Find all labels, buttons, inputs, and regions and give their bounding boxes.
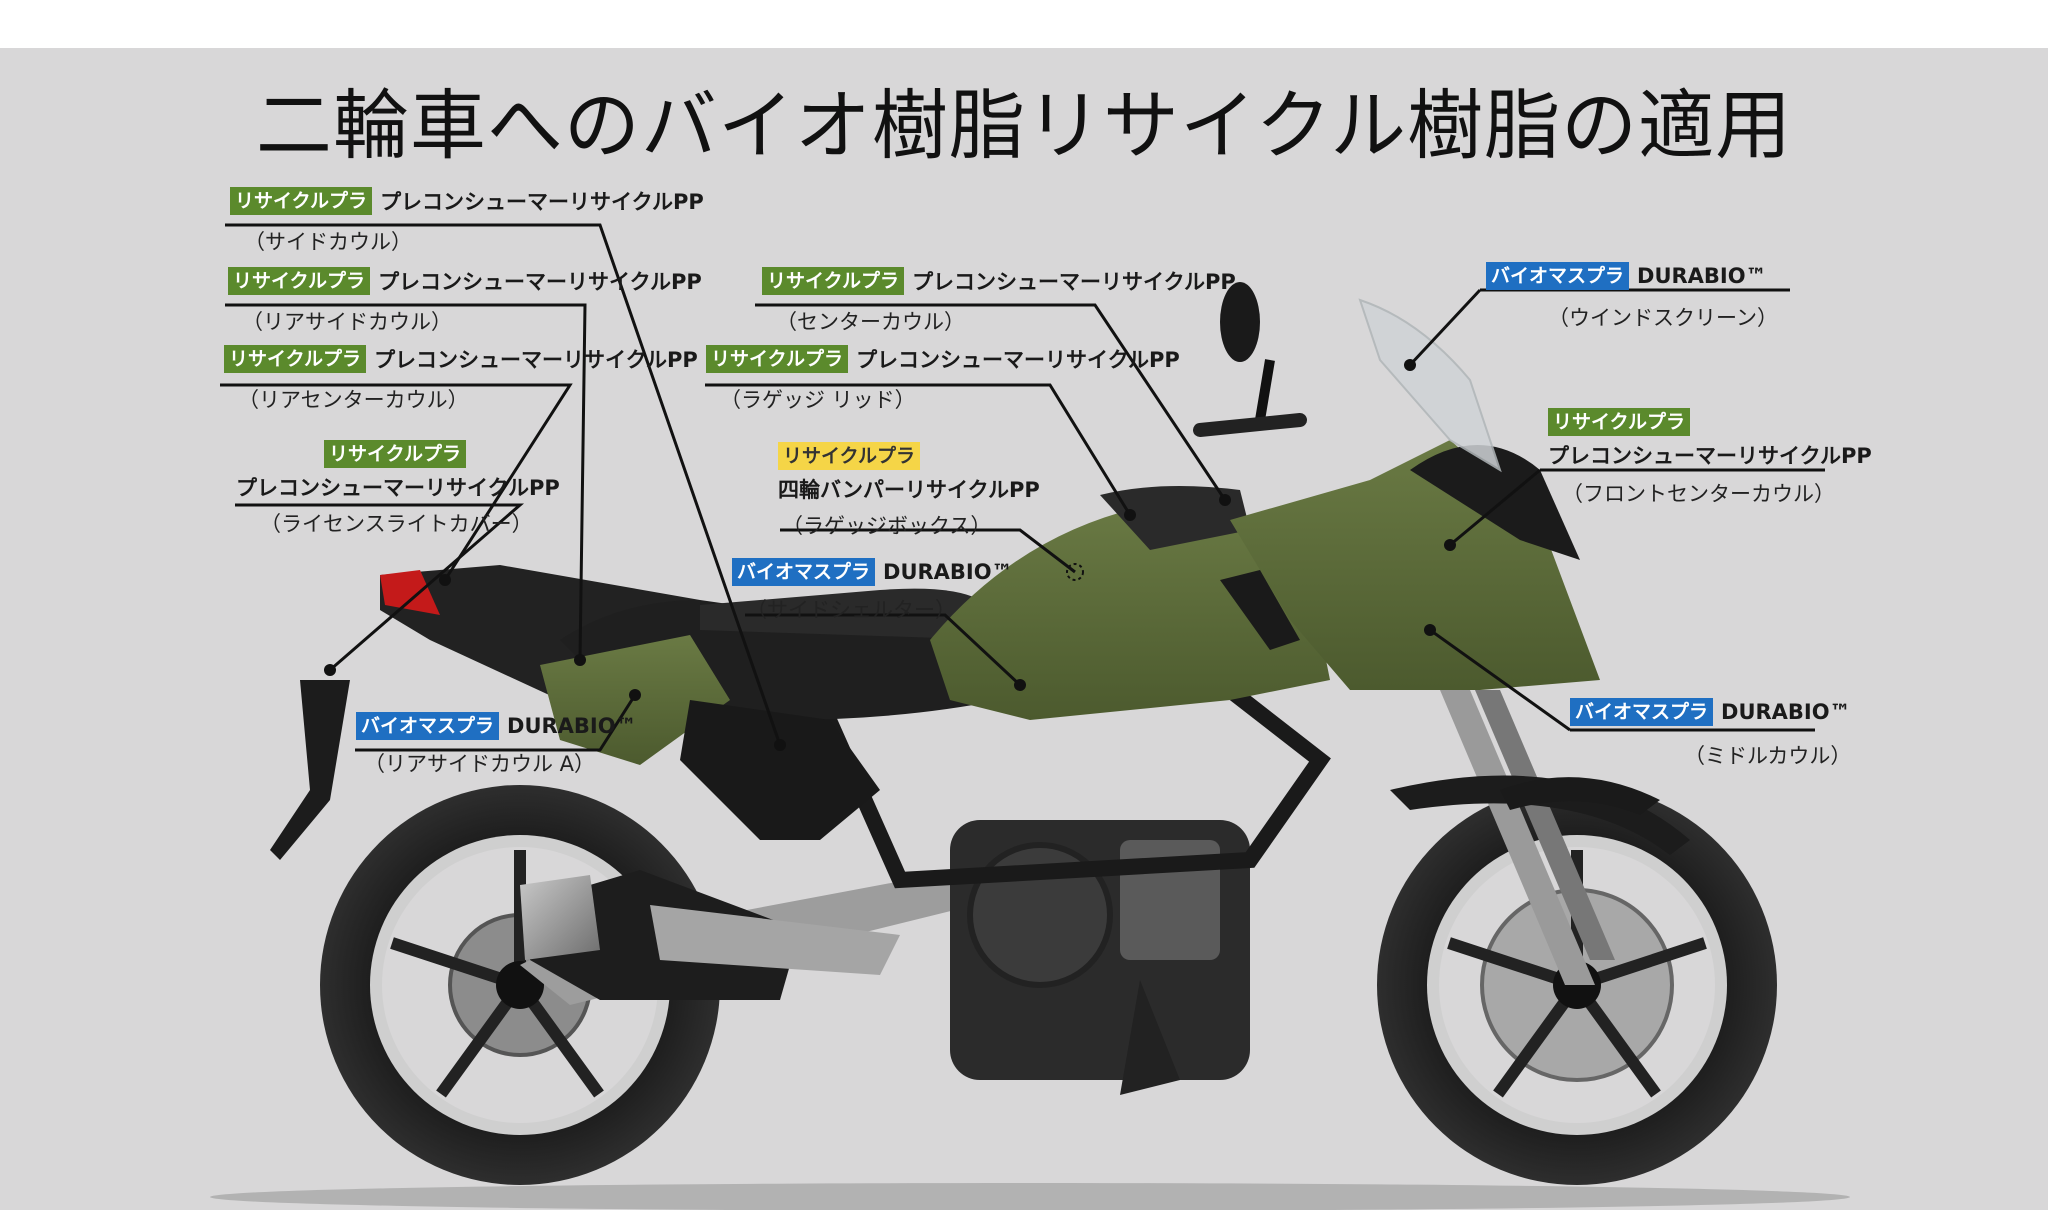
- label-front-center-cowl: リサイクルプラ プレコンシューマーリサイクルPP （フロントセンターカウル）: [1548, 408, 1872, 508]
- part-name: （ラゲッジ リッド）: [706, 384, 1180, 414]
- label-center-cowl: リサイクルプラプレコンシューマーリサイクルPP （センターカウル）: [762, 266, 1236, 336]
- label-rear-side-cowl-a: バイオマスプラ DURABIO™ （リアサイドカウル A）: [356, 712, 637, 778]
- label-side-shelter: バイオマスプラ DURABIO™ （サイドシェルター）: [732, 558, 1013, 624]
- biomass-tag: バイオマスプラ: [1486, 262, 1629, 290]
- part-name: （ウインドスクリーン）: [1486, 302, 1778, 332]
- material-name: プレコンシューマーリサイクルPP: [236, 472, 560, 502]
- label-windscreen: バイオマスプラ DURABIO™ （ウインドスクリーン）: [1486, 262, 1778, 332]
- side-panel: [680, 700, 880, 840]
- biomass-tag: バイオマスプラ: [356, 712, 499, 740]
- part-name: （サイドカウル）: [230, 226, 704, 256]
- label-luggage-box: リサイクルプラ 四輪バンパーリサイクルPP （ラゲッジボックス）: [778, 442, 1040, 540]
- label-middle-cowl: バイオマスプラ DURABIO™ （ミドルカウル）: [1570, 698, 1851, 770]
- label-license-light-cover: リサイクルプラ プレコンシューマーリサイクルPP （ライセンスライトカバー）: [236, 440, 560, 538]
- material-name: 四輪バンパーリサイクルPP: [778, 474, 1040, 504]
- material-name: プレコンシューマーリサイクルPP: [856, 348, 1180, 372]
- part-name: （リアサイドカウル）: [228, 306, 702, 336]
- recycle-tag: リサイクルプラ: [762, 267, 904, 295]
- part-name: （フロントセンターカウル）: [1548, 478, 1872, 508]
- material-name: DURABIO™: [507, 714, 637, 738]
- handlebar: [1200, 420, 1300, 430]
- material-name: プレコンシューマーリサイクルPP: [378, 270, 702, 294]
- material-name: プレコンシューマーリサイクルPP: [374, 348, 698, 372]
- recycle-tag: リサイクルプラ: [224, 345, 366, 373]
- material-name: DURABIO™: [1721, 700, 1851, 724]
- material-name: プレコンシューマーリサイクルPP: [1548, 440, 1872, 470]
- material-name: DURABIO™: [1637, 264, 1767, 288]
- recycle-tag: リサイクルプラ: [1548, 408, 1690, 436]
- part-name: （リアサイドカウル A）: [356, 748, 637, 778]
- windscreen: [1360, 300, 1500, 470]
- rear-fender: [270, 680, 350, 860]
- part-name: （サイドシェルター）: [732, 594, 1013, 624]
- part-name: （ミドルカウル）: [1570, 740, 1851, 770]
- label-rear-center-cowl: リサイクルプラプレコンシューマーリサイクルPP （リアセンターカウル）: [224, 344, 698, 414]
- recycle-tag: リサイクルプラ: [230, 187, 372, 215]
- recycle-auto-tag: リサイクルプラ: [778, 442, 920, 470]
- biomass-tag: バイオマスプラ: [1570, 698, 1713, 726]
- part-name: （センターカウル）: [762, 306, 1236, 336]
- part-name: （リアセンターカウル）: [224, 384, 698, 414]
- material-name: プレコンシューマーリサイクルPP: [912, 270, 1236, 294]
- part-name: （ラゲッジボックス）: [778, 510, 1040, 540]
- recycle-tag: リサイクルプラ: [228, 267, 370, 295]
- part-name: （ライセンスライトカバー）: [236, 508, 560, 538]
- label-luggage-lid: リサイクルプラプレコンシューマーリサイクルPP （ラゲッジ リッド）: [706, 344, 1180, 414]
- label-side-cowl: リサイクルプラプレコンシューマーリサイクルPP （サイドカウル）: [230, 186, 704, 256]
- biomass-tag: バイオマスプラ: [732, 558, 875, 586]
- recycle-tag: リサイクルプラ: [324, 440, 466, 468]
- material-name: プレコンシューマーリサイクルPP: [380, 190, 704, 214]
- ground-shadow: [210, 1183, 1850, 1210]
- label-rear-side-cowl: リサイクルプラプレコンシューマーリサイクルPP （リアサイドカウル）: [228, 266, 702, 336]
- material-name: DURABIO™: [883, 560, 1013, 584]
- recycle-tag: リサイクルプラ: [706, 345, 848, 373]
